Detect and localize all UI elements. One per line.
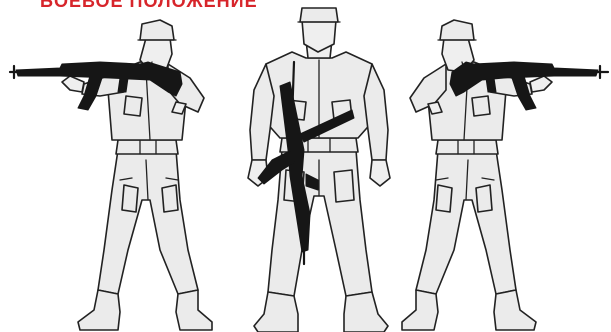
soldier-aiming-left-figure — [0, 0, 215, 332]
soldier-front-rifle-slung-figure — [232, 0, 407, 332]
soldier-aiming-right-icon — [400, 0, 611, 332]
soldier-aiming-left-icon — [0, 0, 215, 332]
soldier-aiming-right-figure — [400, 0, 611, 332]
soldier-front-rifle-slung-icon — [232, 0, 407, 332]
